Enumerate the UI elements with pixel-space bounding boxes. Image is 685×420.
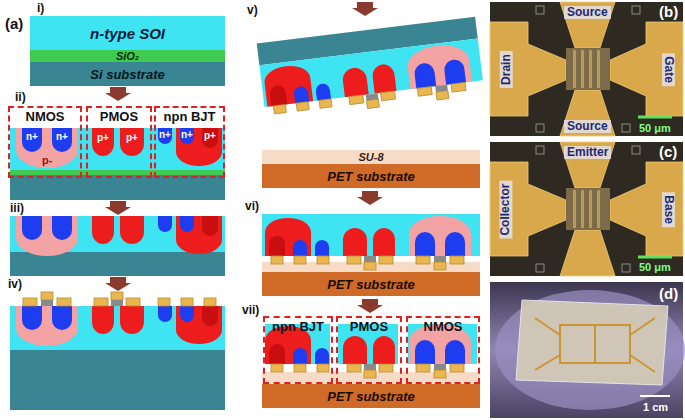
step-arrow (105, 201, 131, 215)
wafer-layers (10, 128, 225, 170)
step-arrow (105, 277, 131, 291)
device-region: npn BJT (263, 316, 333, 384)
step-arrow (105, 87, 131, 101)
node-text: PMOS (100, 109, 138, 124)
panel-letter: (a) (5, 16, 23, 33)
flexible-sample-photo (630, 318, 655, 335)
terminal-label: Source (564, 6, 611, 19)
doping-label: p+ (126, 132, 138, 143)
node-text: n-type SOI (90, 25, 165, 42)
flexible-sample-photo (495, 290, 685, 410)
scale-bar (638, 116, 672, 119)
layer-band: PET substrate (262, 384, 480, 408)
step-number: vi) (245, 200, 259, 213)
flexible-sample-photo (560, 325, 630, 363)
terminal-label: Source (564, 120, 611, 133)
terminal-label: Drain (500, 51, 513, 88)
layer-band: SU-8 (262, 150, 480, 164)
layer-band: SiO₂ (30, 50, 225, 62)
step-arrow (357, 299, 383, 313)
layer-band: PET substrate (262, 272, 480, 296)
process-illustration (490, 142, 683, 276)
node-text: npn BJT (272, 319, 324, 334)
layer-band: n-type SOI (30, 16, 225, 50)
wafer-layers (10, 170, 225, 175)
doping-label: n+ (159, 129, 171, 140)
scale-bar (638, 256, 672, 259)
doping-label: n+ (26, 131, 38, 142)
panel-letter: (d) (659, 286, 678, 303)
node-text: PET substrate (327, 169, 414, 184)
panel-letter: (c) (659, 144, 677, 161)
scale-bar (640, 395, 670, 397)
doping-label: n+ (181, 129, 193, 140)
node-text: NMOS (26, 109, 65, 124)
process-illustration (16, 292, 222, 346)
step-arrow (352, 2, 378, 16)
step-number: v) (247, 4, 258, 17)
terminal-label: Emitter (564, 146, 611, 159)
device-region: npn BJT (154, 106, 225, 178)
bonded-layers (262, 214, 480, 272)
wafer-layers (10, 350, 225, 410)
flexible-sample-photo (535, 318, 560, 335)
node-text: NMOS (424, 319, 463, 334)
device-region: PMOS (86, 106, 152, 178)
flexible-sample-photo (535, 318, 655, 372)
node-text: npn BJT (164, 109, 216, 124)
scale-label: 50 μm (639, 261, 671, 273)
step-number: iv) (8, 278, 22, 291)
node-text: SU-8 (358, 151, 383, 164)
flexible-sample-photo (535, 355, 560, 370)
device-region: NMOS (8, 106, 82, 178)
device-region: NMOS (406, 316, 480, 384)
doping-label: p- (42, 154, 52, 166)
flipped-wafer (263, 42, 474, 121)
wafer-layers (10, 175, 225, 200)
doping-label: p+ (204, 130, 216, 141)
flexible-sample-photo (490, 282, 685, 418)
node-text: PET substrate (327, 389, 414, 404)
layer-band: PET substrate (262, 164, 480, 188)
flexible-sample-photo (594, 325, 596, 363)
node-text: Si substrate (90, 67, 164, 82)
terminal-label: Gate (662, 53, 675, 86)
step-arrow (357, 191, 383, 205)
scale-label: 50 μm (639, 122, 671, 134)
flexible-sample-photo (630, 355, 655, 372)
doping-label: p+ (97, 132, 109, 143)
doping-label: n+ (56, 131, 68, 142)
flipped-wafer (257, 17, 485, 121)
step-number: ii) (15, 91, 26, 104)
process-illustration (265, 216, 471, 270)
device-region: PMOS (336, 316, 402, 384)
process-illustration (16, 216, 222, 256)
wafer-layers (10, 216, 225, 276)
terminal-label: Base (662, 192, 675, 227)
scale-label: 1 cm (643, 401, 668, 413)
step-number: iii) (10, 202, 24, 215)
process-illustration (16, 128, 222, 168)
node-text: PET substrate (327, 277, 414, 292)
step-number: vii) (242, 304, 259, 317)
node-text: SiO₂ (116, 50, 139, 62)
process-illustration (490, 2, 683, 136)
terminal-label: Collector (499, 181, 512, 239)
step-number: i) (37, 2, 44, 15)
panel-letter: (b) (659, 4, 678, 21)
layer-band: Si substrate (30, 62, 225, 86)
wafer-layers (10, 128, 225, 200)
flexible-sample-photo (516, 300, 668, 385)
node-text: PMOS (350, 319, 388, 334)
